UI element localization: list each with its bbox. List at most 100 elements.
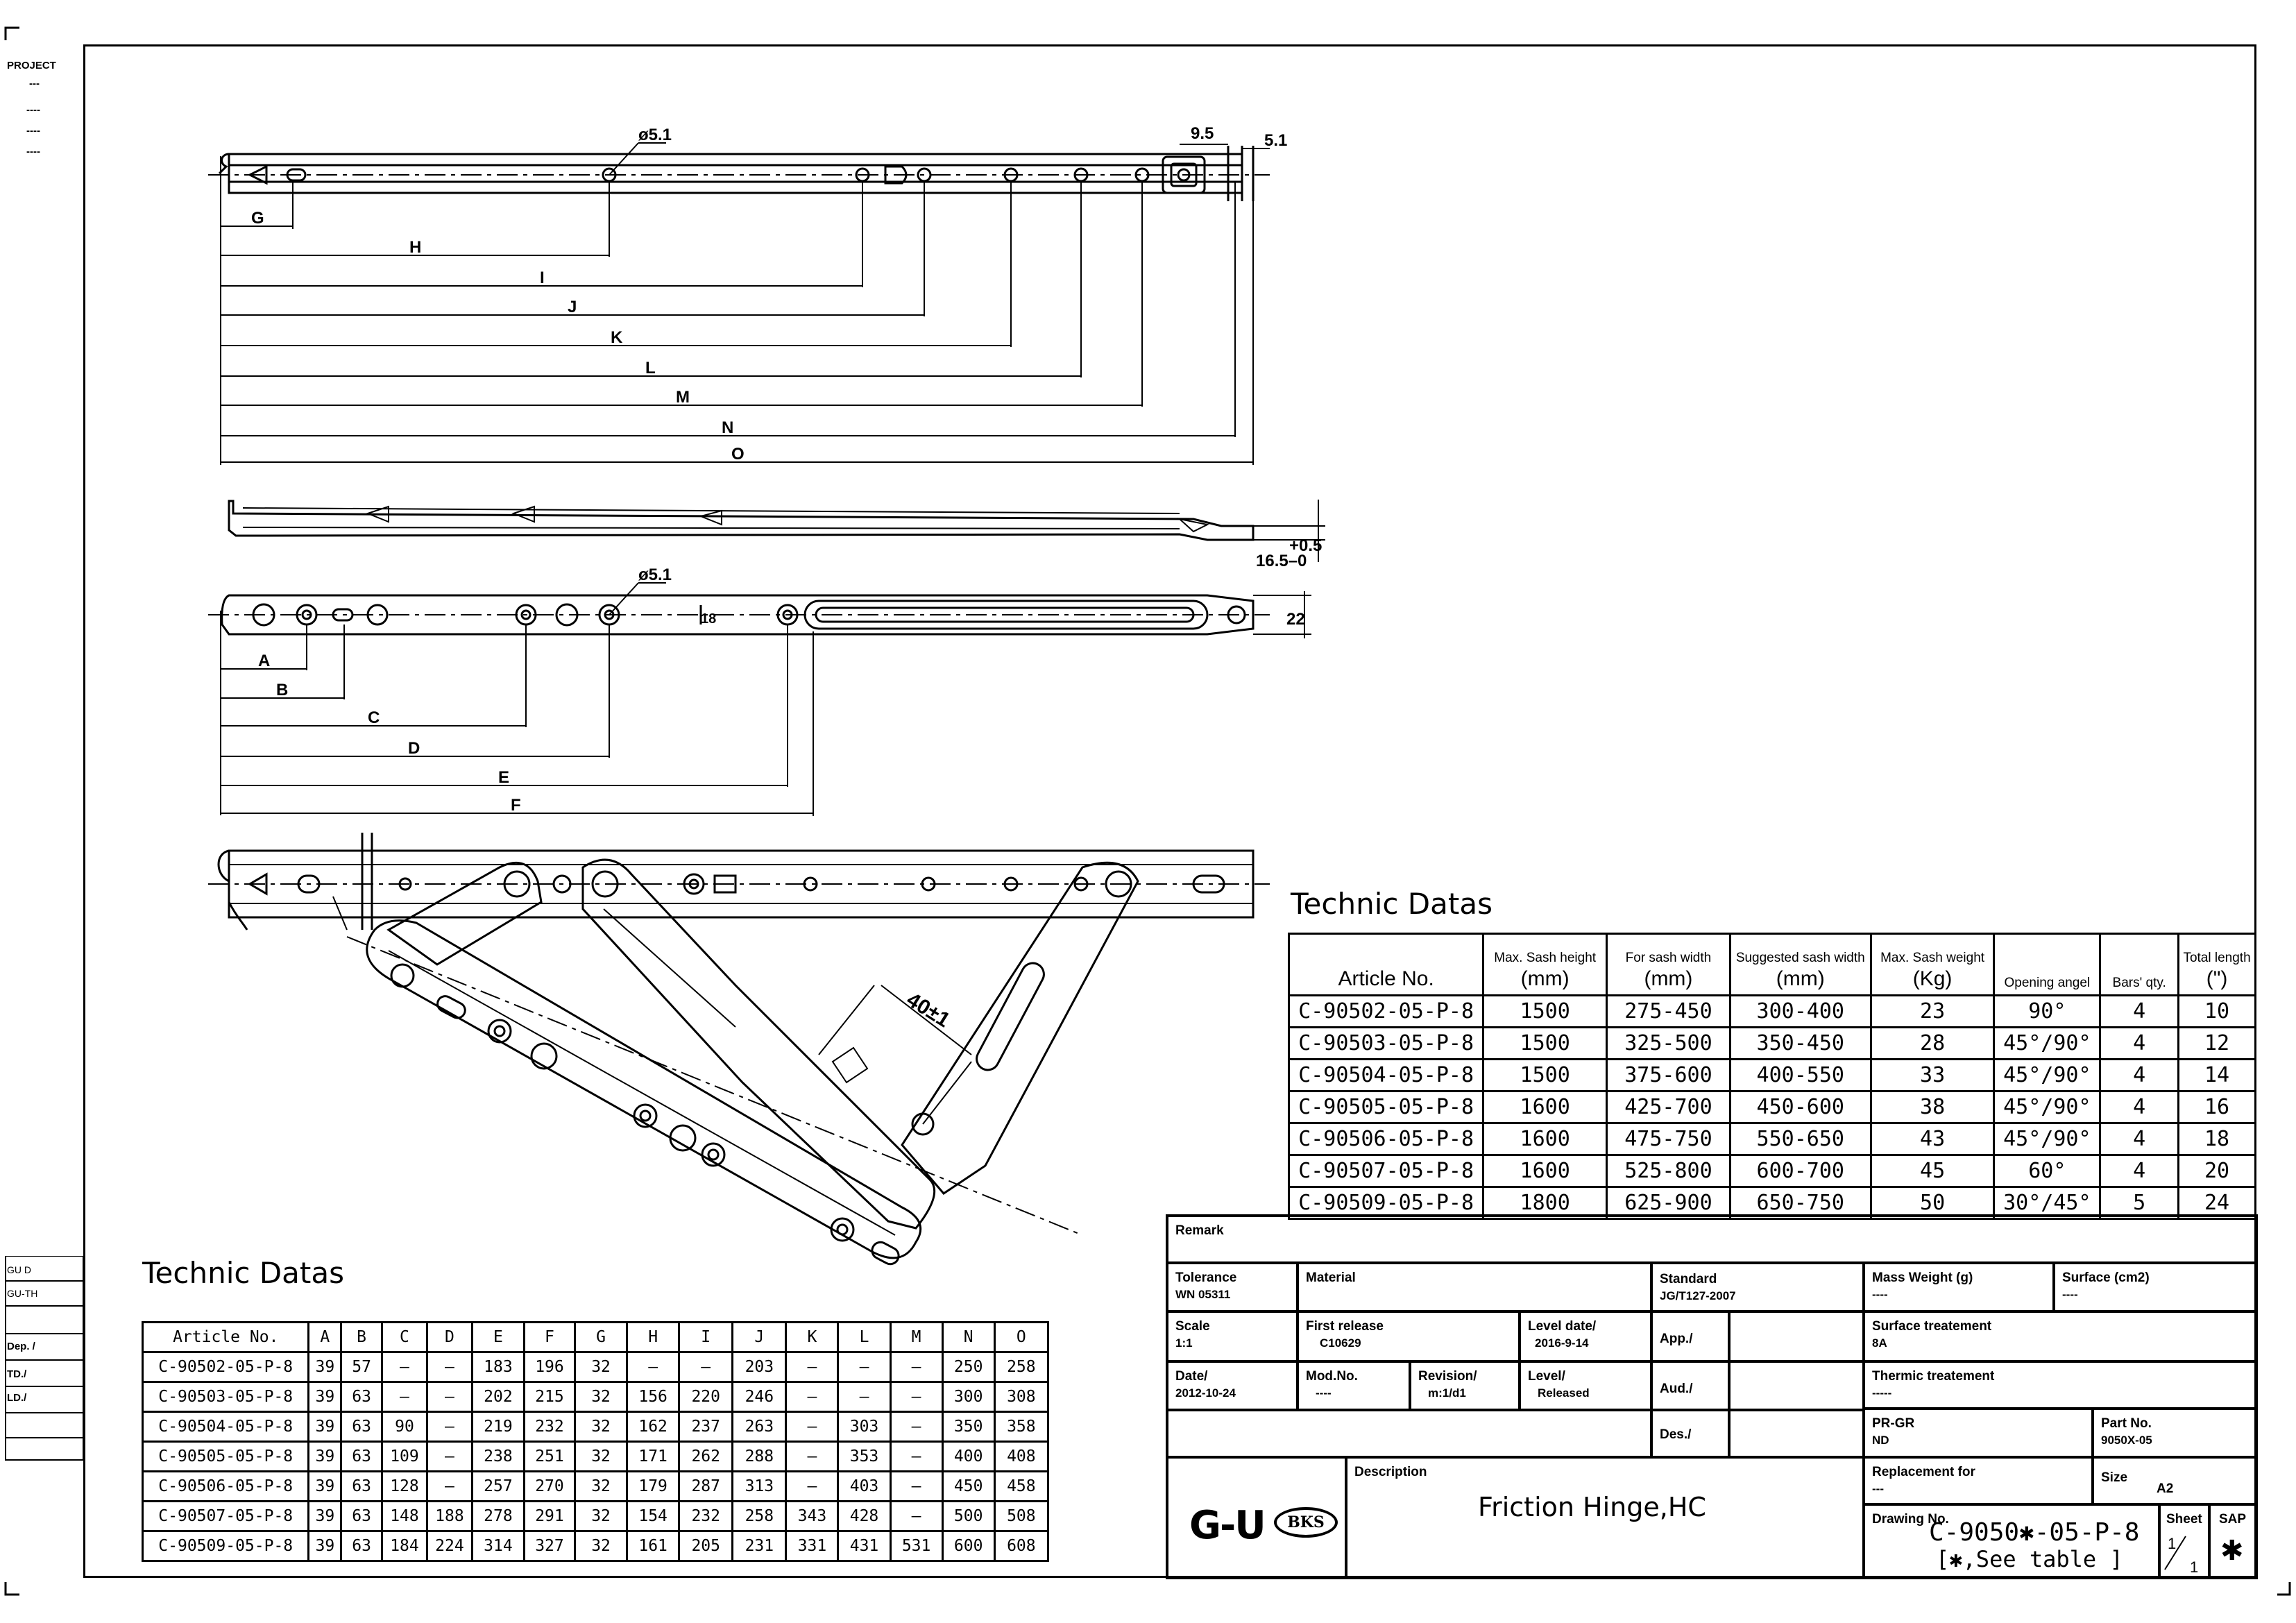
dim-L-label: L: [645, 359, 656, 377]
sheet-number: 1: [2168, 1535, 2177, 1552]
mass-weight-label: Mass Weight (g)----: [1872, 1271, 1973, 1301]
tech-header-line1: Suggested sash width: [1735, 951, 1865, 965]
dim-value-cell: 32: [574, 1411, 629, 1443]
dim-value-cell: 39: [307, 1381, 343, 1413]
tech-value-cell: 38: [1869, 1090, 1996, 1124]
dim-table-header: B: [340, 1321, 383, 1353]
dim-value-cell: 450: [941, 1470, 996, 1502]
tech-value-cell: 600-700: [1728, 1154, 1872, 1188]
tech-value-cell: 1800: [1482, 1186, 1608, 1220]
dim-N-label: N: [722, 418, 733, 437]
dim-value-cell: 171: [626, 1441, 681, 1472]
part-no-label: Part No.9050X-05: [2101, 1416, 2152, 1447]
revision-label: Revision/m:1/d1: [1418, 1369, 1477, 1400]
dim-value-cell: 314: [470, 1530, 525, 1562]
tech-value-cell: 4: [2099, 1058, 2180, 1092]
tech-value-cell: 1600: [1482, 1154, 1608, 1188]
tech-value-cell: 4: [2099, 1026, 2180, 1060]
dim-value-cell: 128: [381, 1470, 428, 1502]
dim-value-cell: 63: [340, 1470, 383, 1502]
tech-value-cell: 425-700: [1606, 1090, 1731, 1124]
drawing-no-label: Drawing No.: [1872, 1512, 1949, 1527]
tech-value-cell: 4: [2099, 1090, 2180, 1124]
tech-table-header: Suggested sash width (mm): [1728, 933, 1872, 996]
tech-header-line2: (mm): [1776, 967, 1825, 990]
dim-value-cell: 219: [470, 1411, 525, 1443]
tech-value-cell: 325-500: [1606, 1026, 1731, 1060]
dim-table-header: C: [381, 1321, 428, 1353]
article-no-cell: C-90509-05-P-8: [1287, 1186, 1485, 1220]
article-no-cell: C-90502-05-P-8: [1287, 994, 1485, 1028]
dim-value-cell: 220: [678, 1381, 734, 1413]
dim-value-cell: 313: [731, 1470, 788, 1502]
dim-value-cell: –: [785, 1441, 840, 1472]
arm-bottom-view: [221, 594, 1255, 636]
article-no-cell: C-90507-05-P-8: [1287, 1154, 1485, 1188]
dim-value-cell: 238: [470, 1441, 525, 1472]
dim-value-cell: 257: [470, 1470, 525, 1502]
tech-header-line1: Max. Sash weight: [1880, 951, 1985, 965]
dim-value-cell: 224: [425, 1530, 473, 1562]
dim-value-cell: –: [785, 1381, 840, 1413]
bks-logo: BKS: [1274, 1507, 1338, 1538]
dim-F-label: F: [511, 796, 521, 815]
description-label: Description: [1354, 1465, 1427, 1479]
tech-value-cell: 33: [1869, 1058, 1996, 1092]
dim-value-cell: 32: [574, 1500, 629, 1532]
tech-value-cell: 1600: [1482, 1090, 1608, 1124]
dim-value-cell: 202: [470, 1381, 525, 1413]
tech-value-cell: 45°/90°: [1993, 1122, 2102, 1156]
dim-value-cell: 251: [522, 1441, 577, 1472]
dim-value-cell: –: [425, 1441, 473, 1472]
dim-value-cell: 215: [522, 1381, 577, 1413]
tech-value-cell: 20: [2177, 1154, 2256, 1188]
tech-value-cell: 525-800: [1606, 1154, 1731, 1188]
dim-value-cell: 288: [731, 1441, 788, 1472]
tech-value-cell: 50: [1869, 1186, 1996, 1220]
dim-value-cell: 428: [837, 1500, 892, 1532]
dim-table-header: L: [837, 1321, 892, 1353]
dim-E-label: E: [498, 768, 509, 787]
tech-table-title: Technic Datas: [1291, 887, 1493, 921]
tech-table-header: Bars' qty.: [2099, 933, 2180, 996]
tech-table-header: Opening angel: [1993, 933, 2102, 996]
dim-value-cell: 263: [731, 1411, 788, 1443]
date-label: Date/2012-10-24: [1175, 1369, 1236, 1400]
tech-table-header: Total length("): [2177, 933, 2256, 996]
dim-value-cell: 63: [340, 1411, 383, 1443]
dim-value-cell: 232: [678, 1500, 734, 1532]
dim-table-header: F: [522, 1321, 577, 1353]
tech-header-line2: (mm): [1520, 967, 1570, 990]
tech-value-cell: 23: [1869, 994, 1996, 1028]
dim-value-cell: 196: [522, 1351, 577, 1383]
dim-A-label: A: [258, 652, 270, 670]
dim-value-cell: 600: [941, 1530, 996, 1562]
dim-value-cell: 39: [307, 1500, 343, 1532]
dim-value-cell: 57: [340, 1351, 383, 1383]
tech-table-header: Article No.: [1287, 933, 1485, 996]
dim-table-header: O: [993, 1321, 1050, 1353]
dim-value-cell: 184: [381, 1530, 428, 1562]
gu-th-label: GU-TH: [7, 1288, 38, 1299]
dim-value-cell: –: [889, 1441, 944, 1472]
tech-value-cell: 475-750: [1606, 1122, 1731, 1156]
tech-value-cell: 375-600: [1606, 1058, 1731, 1092]
tech-header-line1: Opening angel: [2004, 976, 2091, 990]
dim-value-cell: –: [889, 1470, 944, 1502]
dim-value-cell: –: [425, 1351, 473, 1383]
dim-value-cell: –: [889, 1411, 944, 1443]
thermic-treatment-label: Thermic treatement-----: [1872, 1369, 1995, 1400]
project-line-2: ----: [26, 104, 40, 116]
sap-value: ✱: [2220, 1536, 2244, 1566]
dim-table-header: Article No.: [141, 1321, 310, 1353]
